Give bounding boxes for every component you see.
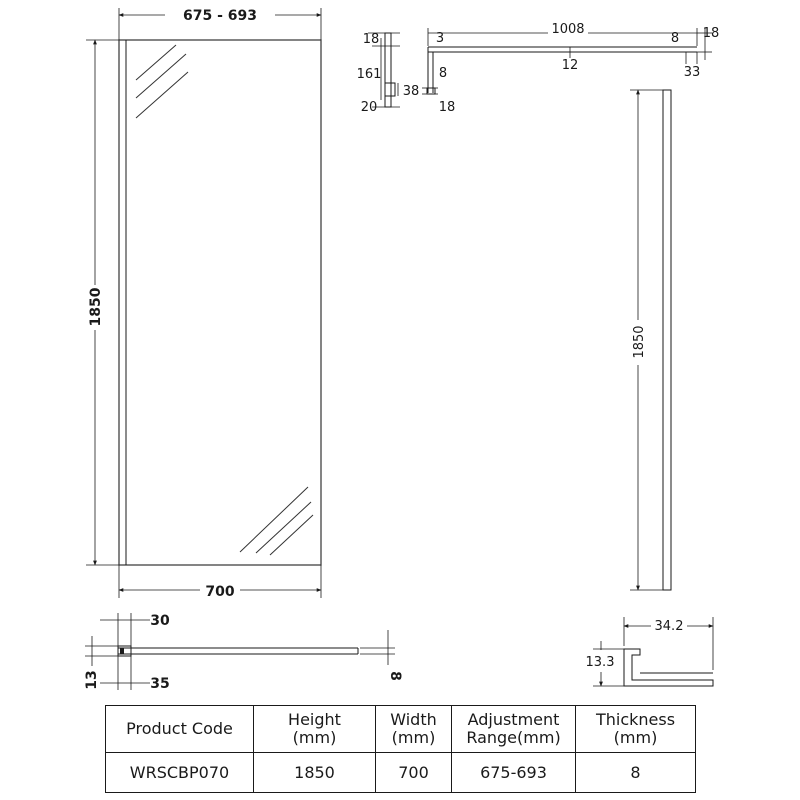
spec-table: Product Code Height(mm) Width(mm) Adjust… (105, 705, 696, 793)
plan-section: 30 13 35 8 (84, 613, 403, 692)
header-thickness: Thickness(mm) (575, 705, 696, 753)
dim-profile-width: 34.2 (655, 619, 684, 634)
dim-38: 38 (403, 84, 420, 99)
dim-bar-length: 1008 (551, 22, 584, 37)
dim-3: 3 (436, 31, 444, 46)
header-width: Width(mm) (375, 705, 452, 753)
dim-bar-18: 18 (703, 26, 720, 41)
side-profile (662, 89, 672, 591)
glass-panel-outline (118, 39, 322, 566)
dim-30: 30 (150, 613, 170, 629)
spec-table-header-row: Product Code Height(mm) Width(mm) Adjust… (105, 705, 696, 753)
dim-width: 700 (205, 584, 234, 600)
dim-thickness: 8 (387, 671, 403, 681)
wall-profile-detail: 18 161 20 38 (357, 32, 420, 115)
glass-reflection-top (135, 44, 189, 119)
glass-reflection-bottom (239, 486, 314, 556)
dim-161: 161 (357, 67, 382, 82)
value-height: 1850 (253, 752, 376, 793)
value-thickness: 8 (575, 752, 696, 793)
dim-20: 20 (361, 100, 378, 115)
profile-shape (623, 648, 714, 687)
dim-height: 1850 (88, 287, 104, 326)
dim-8a: 8 (671, 31, 679, 46)
dim-bar-18b: 18 (439, 100, 456, 115)
dim-profile-height: 13.3 (586, 655, 615, 670)
dim-side-height: 1850 (632, 325, 647, 358)
header-height: Height(mm) (253, 705, 376, 753)
side-view: 1850 (630, 89, 672, 591)
value-product-code: WRSCBP070 (105, 752, 254, 793)
dim-33: 33 (684, 65, 701, 80)
support-bar-detail: 1008 3 8 18 12 33 8 18 (422, 22, 719, 115)
header-product-code: Product Code (105, 705, 254, 753)
value-width: 700 (375, 752, 452, 793)
dim-8b: 8 (439, 66, 447, 81)
dim-width-range: 675 - 693 (183, 8, 257, 24)
profile-section: 34.2 13.3 (586, 617, 714, 687)
spec-table-value-row: WRSCBP070 1850 700 675-693 8 (105, 752, 696, 793)
front-view: 675 - 693 1850 700 (86, 8, 322, 600)
dim-13: 13 (84, 670, 100, 689)
dim-12: 12 (562, 58, 579, 73)
dim-18: 18 (363, 32, 380, 47)
value-adjustment-range: 675-693 (451, 752, 576, 793)
dim-35: 35 (150, 676, 169, 692)
